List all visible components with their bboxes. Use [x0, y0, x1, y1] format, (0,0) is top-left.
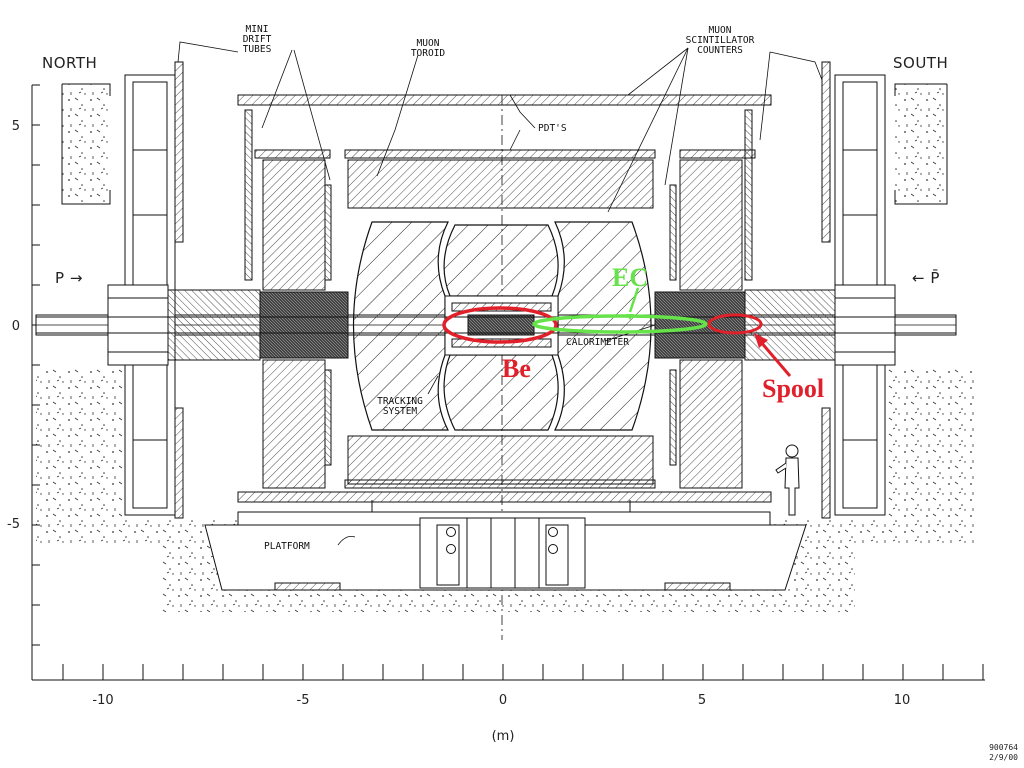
- muon-scint-line-2: SCINTILLATOR: [686, 35, 755, 46]
- mini-drift-tubes-line-2: DRIFT: [243, 34, 272, 45]
- platform-structure: [204, 500, 807, 591]
- muon-toroid: [244, 109, 753, 489]
- tracking-system-label: TRACKING SYSTEM: [377, 396, 423, 417]
- spool-label: Spool: [762, 374, 824, 403]
- antiproton-beam-label: ← P̄: [912, 268, 940, 287]
- platform-label: PLATFORM: [264, 541, 310, 552]
- forward-north: [107, 284, 349, 366]
- mini-drift-tubes-line-1: MINI: [246, 24, 269, 35]
- x-tick-label: 0: [499, 693, 507, 708]
- ec-arrow: [628, 287, 640, 313]
- x-tick-label: -10: [92, 693, 113, 708]
- spool-arrow-head: [754, 333, 768, 348]
- x-tick-label: 10: [894, 693, 911, 708]
- muon-toroid-line-1: MUON: [417, 38, 440, 49]
- forward-south: [654, 284, 896, 366]
- ec-arrow-head: [626, 314, 634, 320]
- muon-scint-line-3: COUNTERS: [697, 45, 743, 56]
- drawing-date: 2/9/00: [989, 753, 1018, 762]
- x-tick-labels: -10 -5 0 5 10: [92, 693, 910, 708]
- be-highlight-ellipse: [442, 306, 558, 344]
- ground-fill: [36, 83, 975, 612]
- muon-scintillator-label: MUON SCINTILLATOR COUNTERS: [686, 25, 755, 56]
- muon-scint-line-1: MUON: [709, 25, 732, 36]
- spool-arrow: [758, 340, 792, 377]
- mini-drift-tubes-label: MINI DRIFT TUBES: [243, 24, 272, 55]
- x-axis-unit: (m): [492, 729, 515, 744]
- y-tick-labels: 5 0 -5: [7, 119, 20, 532]
- tracking-line-1: TRACKING: [377, 396, 423, 407]
- proton-beam-label: P →: [55, 269, 83, 287]
- south-label: SOUTH: [893, 54, 948, 72]
- y-tick-label: 5: [12, 119, 20, 134]
- be-label: Be: [502, 354, 531, 383]
- pdts-label: PDT'S: [538, 123, 567, 134]
- axes: [31, 84, 985, 681]
- ec-label: EC: [612, 263, 648, 292]
- y-tick-label: -5: [7, 517, 20, 532]
- muon-toroid-label: MUON TOROID: [411, 38, 446, 59]
- spool-highlight-ellipse: [707, 313, 763, 335]
- north-label: NORTH: [42, 54, 97, 72]
- x-tick-label: -5: [297, 693, 310, 708]
- calorimeter-label: CALORIMETER: [566, 337, 629, 348]
- y-tick-label: 0: [12, 319, 20, 334]
- person-scale-figure: [775, 444, 800, 516]
- tracking-line-2: SYSTEM: [383, 406, 418, 417]
- muon-toroid-line-2: TOROID: [411, 48, 446, 59]
- x-tick-label: 5: [698, 693, 706, 708]
- mini-drift-tubes-line-3: TUBES: [243, 44, 272, 55]
- ec-highlight-ellipse: [532, 314, 708, 334]
- drawing-number: 900764: [989, 743, 1018, 752]
